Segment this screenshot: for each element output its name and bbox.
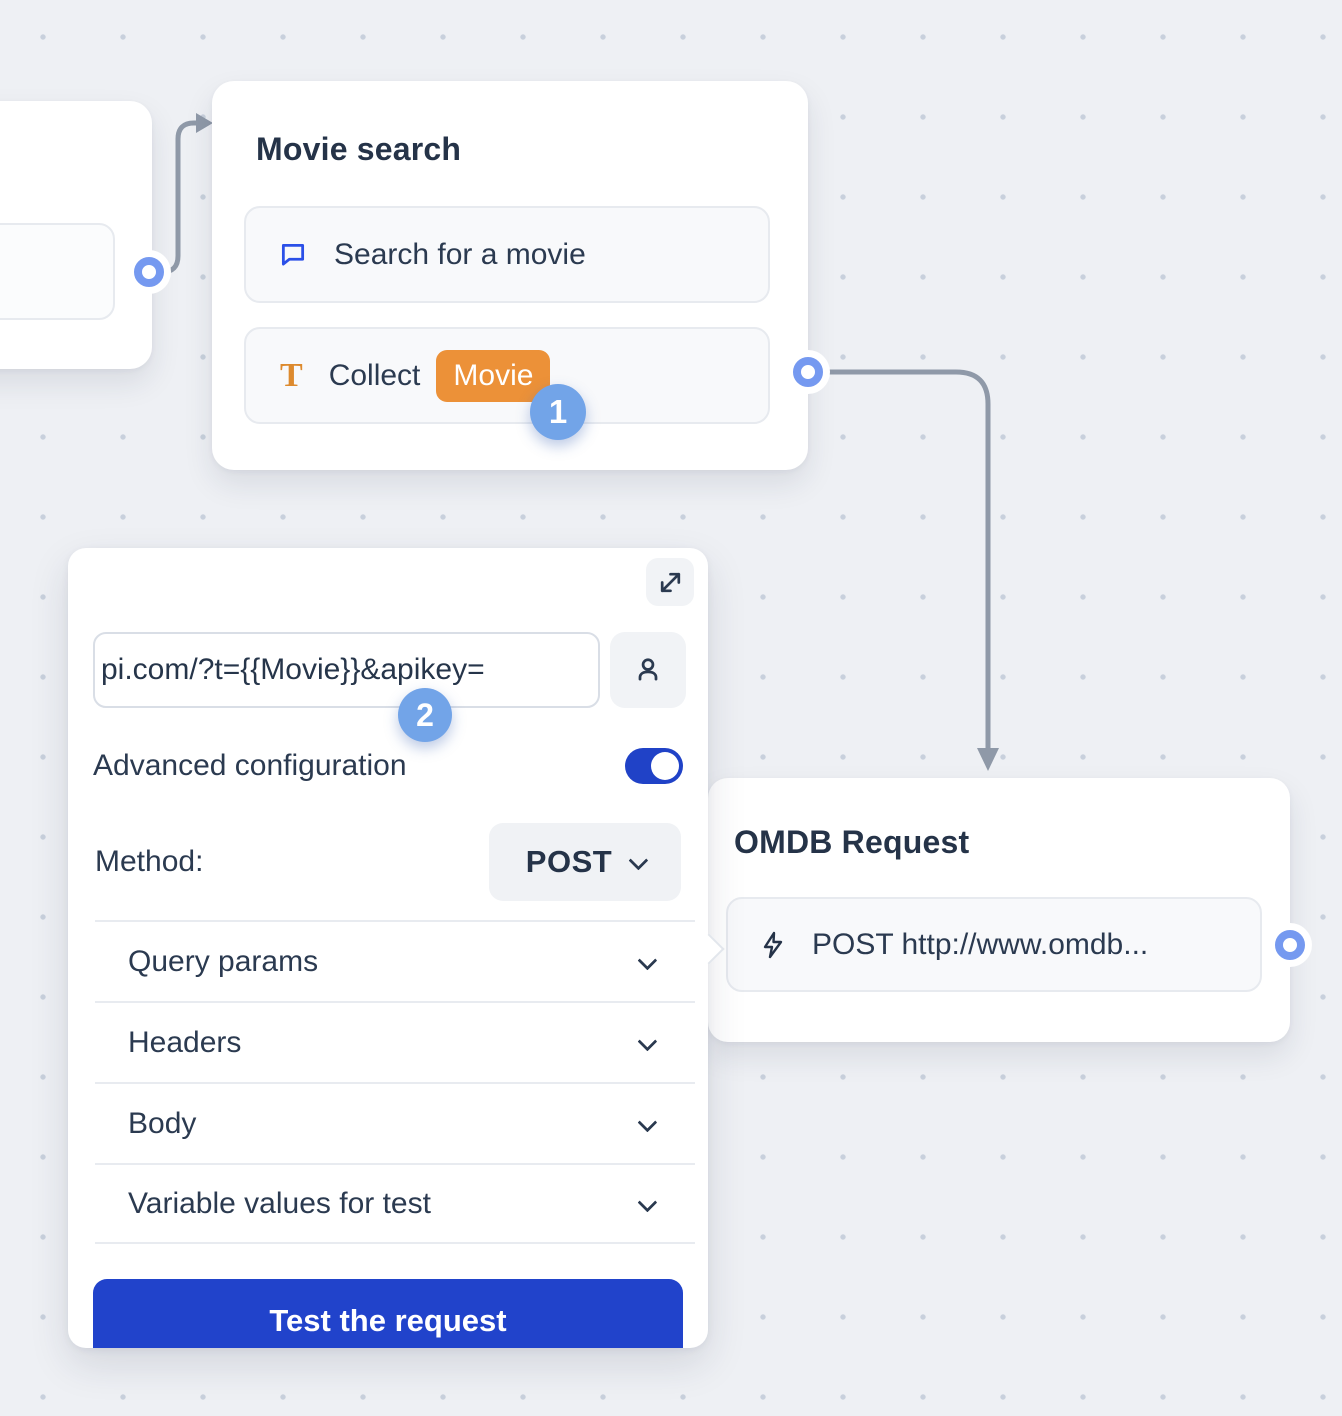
chevron-down-icon bbox=[637, 1192, 658, 1212]
section-label: Variable values for test bbox=[128, 1186, 431, 1220]
chevron-down-icon bbox=[628, 850, 649, 871]
section-headers[interactable]: Headers bbox=[95, 1001, 695, 1082]
node-title: Movie search bbox=[256, 131, 462, 167]
expand-button[interactable] bbox=[646, 558, 694, 606]
block-webhook-request[interactable]: POST http://www.omdb... bbox=[726, 897, 1262, 992]
section-label: Query params bbox=[128, 944, 319, 978]
variable-badge[interactable]: Movie bbox=[436, 349, 551, 402]
method-label: Method: bbox=[95, 845, 204, 878]
insert-variable-button[interactable] bbox=[610, 632, 686, 708]
lightning-icon bbox=[763, 931, 783, 958]
section-label: Body bbox=[128, 1106, 197, 1140]
block-label: Search for a movie bbox=[334, 237, 586, 271]
step-badge-2: 2 bbox=[398, 688, 452, 742]
expand-icon bbox=[660, 572, 680, 592]
method-dropdown[interactable]: POST bbox=[489, 823, 681, 901]
node-title: OMDB Request bbox=[734, 824, 970, 860]
test-request-button[interactable]: Test the request bbox=[93, 1279, 683, 1348]
block-label: Collect bbox=[328, 358, 421, 392]
webhook-editor-panel[interactable]: pi.com/?t={{Movie}}&apikey= Advanced con… bbox=[68, 548, 708, 1348]
node-omdb-request[interactable]: OMDB Request POST http://www.omdb... bbox=[708, 778, 1290, 1042]
arrowhead-right-icon bbox=[196, 113, 213, 133]
test-request-label: Test the request bbox=[269, 1303, 507, 1338]
step-badge-1: 1 bbox=[530, 384, 586, 440]
chevron-down-icon bbox=[637, 1031, 658, 1051]
block-row-empty[interactable] bbox=[0, 223, 115, 320]
chevron-down-icon bbox=[637, 950, 658, 970]
node-partial-left[interactable] bbox=[0, 101, 152, 369]
method-value: POST bbox=[525, 844, 613, 879]
connector-movie-to-omdb bbox=[807, 369, 991, 752]
method-row: Method: POST bbox=[95, 823, 681, 901]
advanced-configuration-label: Advanced configuration bbox=[93, 749, 407, 782]
text-input-icon: T bbox=[280, 356, 303, 394]
url-value: pi.com/?t={{Movie}}&apikey= bbox=[101, 653, 485, 686]
chevron-down-icon bbox=[637, 1112, 658, 1132]
chat-bubble-icon bbox=[281, 243, 305, 265]
block-send-message[interactable]: Search for a movie bbox=[244, 206, 770, 303]
advanced-configuration-row: Advanced configuration bbox=[93, 744, 683, 788]
person-icon bbox=[638, 658, 658, 681]
block-label: POST http://www.omdb... bbox=[812, 927, 1149, 961]
arrowhead-down-icon bbox=[977, 748, 999, 771]
advanced-configuration-toggle[interactable] bbox=[625, 748, 683, 784]
section-variable-values[interactable]: Variable values for test bbox=[95, 1163, 695, 1244]
connector-left-to-movie bbox=[147, 120, 199, 275]
panel-sections: Query params Headers Body Variable value… bbox=[95, 920, 695, 1244]
block-collect-input[interactable]: T Collect Movie bbox=[244, 327, 770, 424]
node-movie-search[interactable]: Movie search Search for a movie T Collec… bbox=[212, 81, 808, 470]
output-port-omdb[interactable] bbox=[1275, 930, 1305, 960]
output-port-movie-search[interactable] bbox=[793, 357, 823, 387]
section-label: Headers bbox=[128, 1025, 242, 1059]
output-port-left-node[interactable] bbox=[134, 257, 164, 287]
section-body[interactable]: Body bbox=[95, 1082, 695, 1163]
url-input[interactable]: pi.com/?t={{Movie}}&apikey= bbox=[93, 632, 600, 708]
section-query-params[interactable]: Query params bbox=[95, 920, 695, 1001]
